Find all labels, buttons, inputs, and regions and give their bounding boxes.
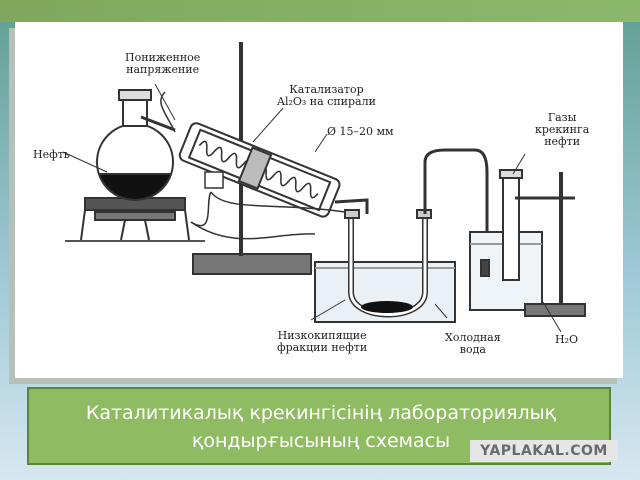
- catalyst-tube: [178, 122, 341, 218]
- caption-box: Каталитикалық крекингісінің лабораториял…: [27, 387, 611, 465]
- round-flask: [96, 89, 174, 201]
- watermark: YAPLAKAL.COM: [470, 440, 618, 462]
- label-water: H₂O: [555, 333, 579, 346]
- caption-line-2: қондырғысының схемасы: [191, 430, 451, 452]
- water-trough: [469, 169, 543, 311]
- caption-line-1: Каталитикалық крекингісінің лабораториял…: [85, 402, 557, 424]
- label-oil: Нефть: [33, 148, 70, 161]
- label-catalyst: Катализатор Al₂O₃ на спирали: [277, 83, 376, 108]
- caption-text: Каталитикалық крекингісінің лабораториял…: [29, 399, 613, 455]
- ring-stand-right: [515, 172, 586, 317]
- leader-lines: [62, 83, 562, 333]
- electrical-wiring: [160, 91, 346, 240]
- heater-burner: [65, 197, 205, 242]
- label-low-boiling: Низкокипящие фракции нефти: [277, 329, 368, 354]
- apparatus-figure: Пониженное напряжение Нефть Катализатор …: [15, 22, 623, 378]
- label-low-voltage: Пониженное напряжение: [125, 51, 201, 76]
- cold-water-bath: [314, 209, 456, 323]
- apparatus-drawing: [62, 42, 586, 333]
- top-accent-bar: [0, 0, 640, 22]
- label-diameter: Ø 15–20 мм: [327, 125, 394, 138]
- label-cracking-gases: Газы крекинга нефти: [535, 111, 590, 148]
- label-cold-water: Холодная вода: [445, 331, 501, 356]
